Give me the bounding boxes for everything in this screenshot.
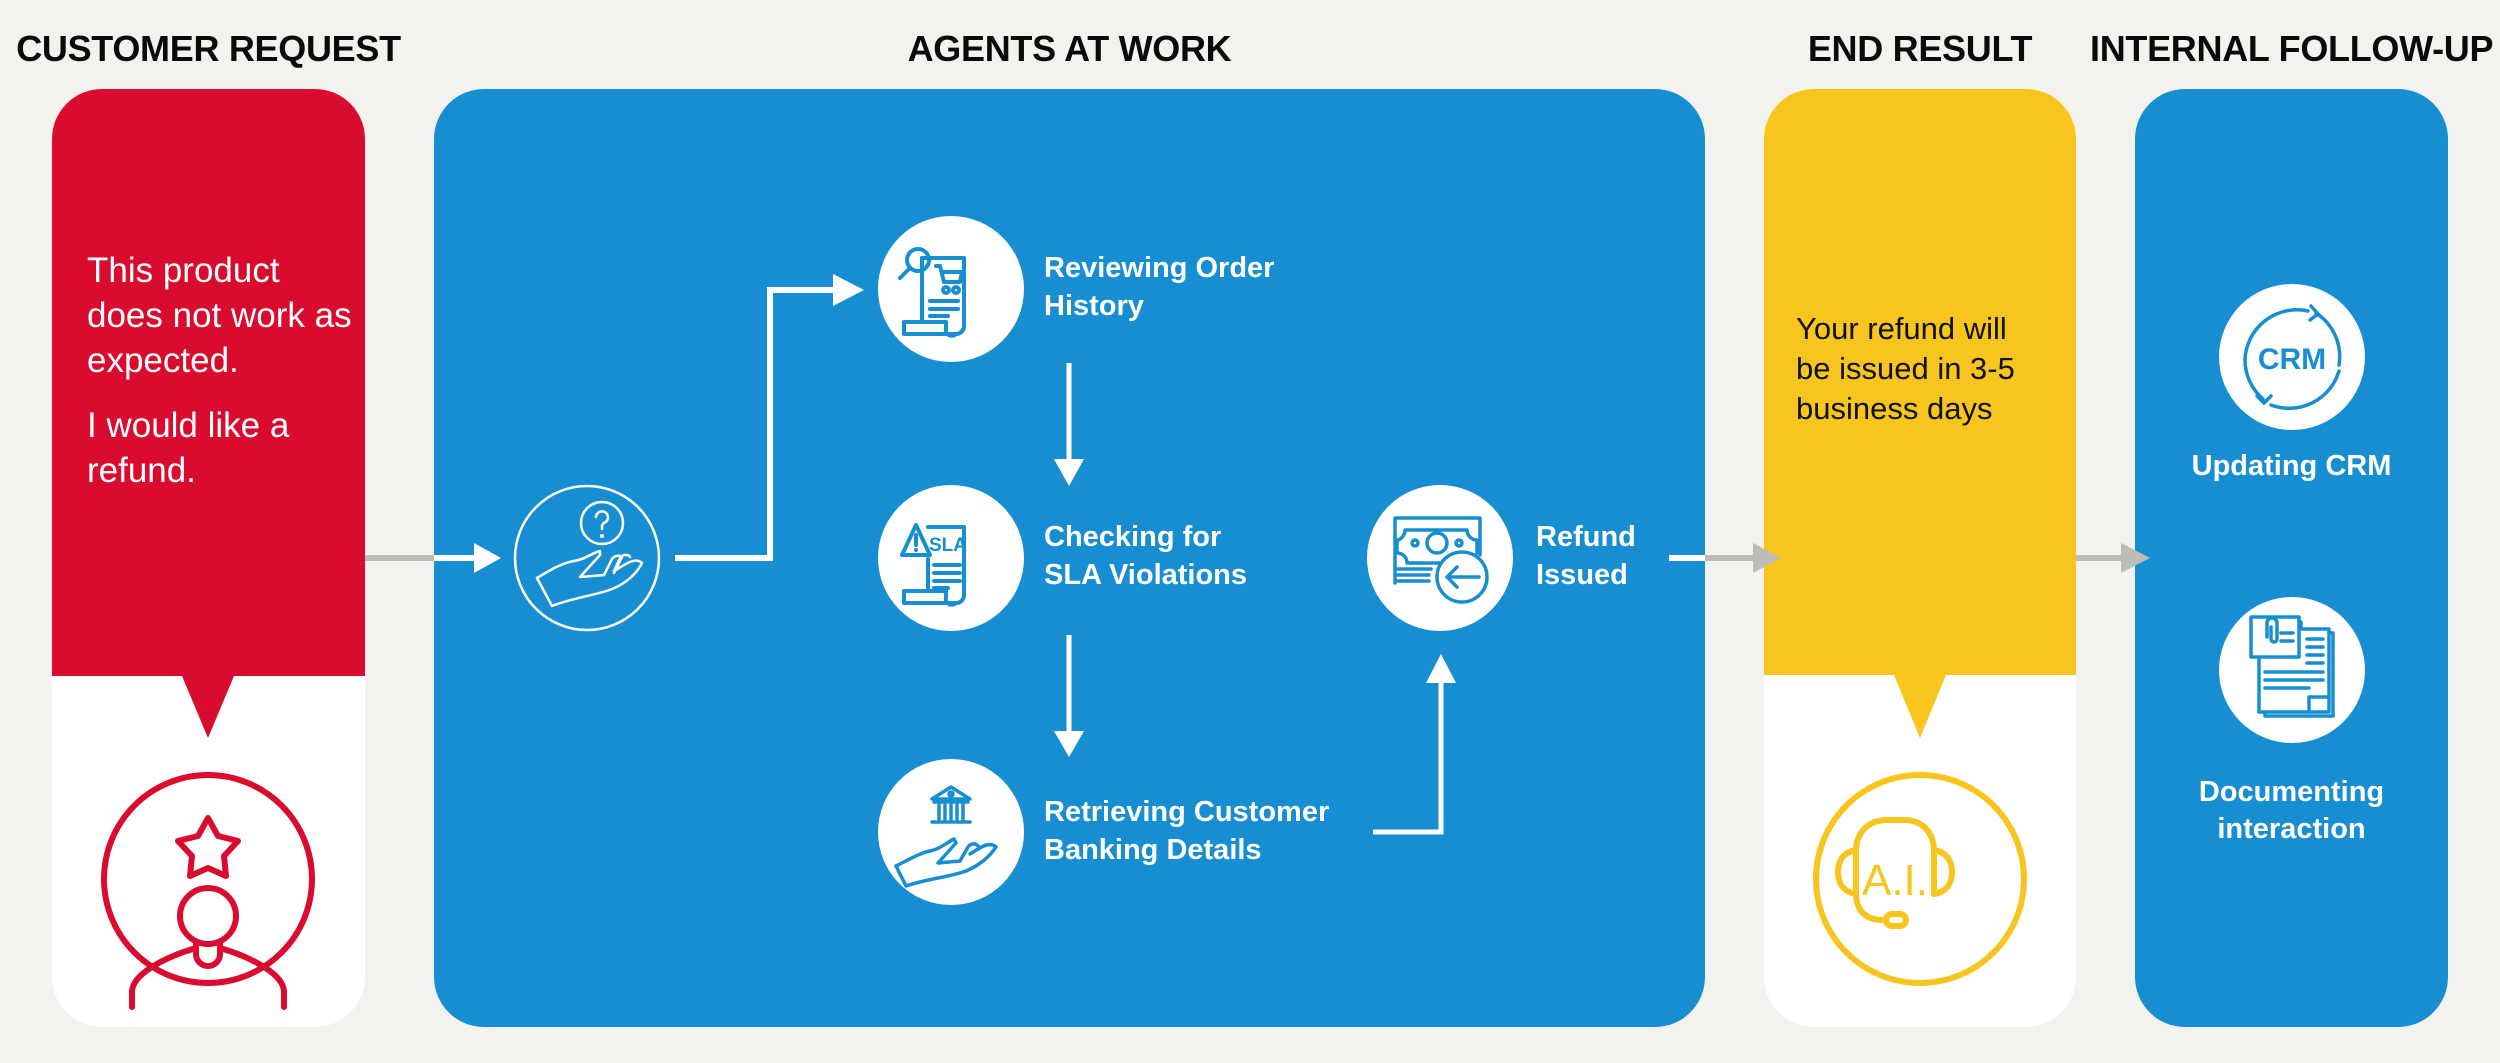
customer-message: This product does not work as expected. … [87,248,357,513]
internal-follow-up-card [2135,89,2448,1027]
followup-label-line: Documenting [2198,776,2385,808]
heading-end-result: END RESULT [1807,28,2033,69]
step-label-line: Issued [1536,559,1628,591]
followup-circle-documents [2219,597,2365,743]
sla-document-icon: SLA [900,523,967,607]
step-label-line: Checking for [1044,521,1222,553]
documents-clip-icon [2249,615,2335,718]
customer-message-bubble [52,89,365,676]
ai-agent-avatar: A.I. [1813,675,2027,986]
result-message-line: be issued in 3-5 [1796,351,2015,386]
step-label-refund: Refund Issued [1536,518,1636,594]
followup-label-line: Updating CRM [2191,450,2392,482]
heading-internal-follow-up: INTERNAL FOLLOW-UP [2090,28,2494,69]
step-label-line: Retrieving Customer [1044,796,1330,828]
customer-message-line: I would like a refund. [87,406,290,490]
step-label-line: Refund [1536,521,1636,553]
heading-agents-at-work: AGENTS AT WORK [907,28,1232,69]
bubble-pointer [182,676,234,738]
result-message-bubble [1764,89,2076,675]
money-refund-icon [1393,516,1489,604]
crm-sync-icon: CRM [2243,304,2342,410]
step-label-order-history: Reviewing Order History [1044,249,1274,325]
step-label-sla: Checking for SLA Violations [1044,518,1247,594]
step-label-line: History [1044,290,1144,322]
sla-icon-text: SLA [929,535,967,556]
result-message: Your refund will be issued in 3-5 busine… [1796,309,2015,429]
step-circle-sla: SLA [878,485,1024,631]
step-circle-refund [1367,485,1513,631]
step-circle-order-history [878,216,1024,362]
customer-star-icon [101,772,315,1010]
step-label-banking: Retrieving Customer Banking Details [1044,793,1329,869]
bank-hand-icon [894,785,998,888]
order-history-icon [898,247,966,338]
step-label-line: SLA Violations [1044,559,1248,591]
ai-headset-icon [1813,772,2027,986]
followup-label-crm: Updating CRM [2135,448,2448,485]
result-message-line: Your refund will [1796,311,2007,346]
followup-label-documents: Documenting interaction [2135,774,2448,848]
followup-label-line: interaction [2217,813,2366,845]
crm-icon-text: CRM [2258,343,2326,376]
customer-message-line: This product does not work as expected. [87,251,352,380]
step-label-line: Banking Details [1044,834,1262,866]
ai-icon-text: A.I. [1862,856,1928,905]
customer-avatar [101,676,315,1010]
followup-circle-crm: CRM [2219,284,2365,430]
bubble-pointer [1894,675,1946,738]
step-label-line: Reviewing Order [1044,252,1275,284]
hand-question-icon [513,484,661,632]
step-circle-banking [878,759,1024,905]
result-message-line: business days [1796,391,1993,426]
heading-customer-request: CUSTOMER REQUEST [16,28,401,69]
